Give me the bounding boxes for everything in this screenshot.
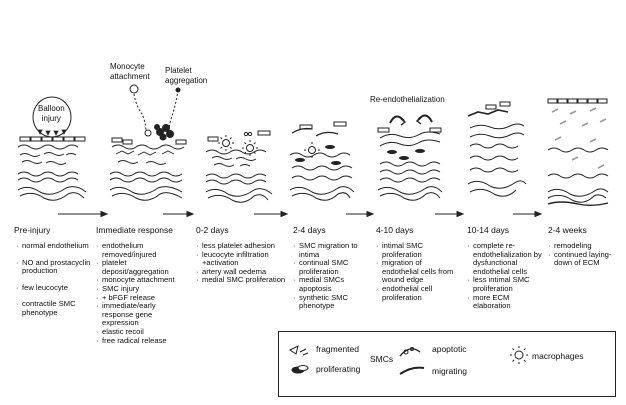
stage-label-immediate-response: Immediate response bbox=[96, 225, 174, 235]
endothelium-row-damaged bbox=[111, 137, 187, 145]
platelet-aggregate bbox=[154, 124, 174, 141]
panel-4-10-days bbox=[377, 114, 443, 201]
list-item: continued laying-down of ECM bbox=[548, 250, 622, 268]
list-item: medial SMC proliferation bbox=[196, 276, 290, 285]
list-item: intimal SMC proliferation bbox=[376, 241, 460, 259]
elastic-lamina-1 bbox=[17, 144, 79, 150]
macrophage-3 bbox=[304, 142, 320, 158]
legend-icons bbox=[289, 345, 528, 375]
list-item: artery wall oedema bbox=[196, 267, 290, 277]
stage-label-4-10-days: 4-10 days bbox=[376, 225, 414, 235]
immediate-response-items: endothelium removed/injured platelet dep… bbox=[96, 241, 188, 346]
list-item: monocyte attachment bbox=[96, 276, 188, 285]
list-item: normal endothelium bbox=[16, 241, 92, 251]
endothelium-row bbox=[19, 136, 86, 142]
list-item: synthetic SMC phenotype bbox=[293, 293, 373, 311]
list-item: few leucocyte bbox=[16, 283, 92, 293]
elastic-lamina-3 bbox=[17, 177, 79, 183]
timeline-arrows bbox=[58, 210, 543, 218]
list-item: elastic recoil bbox=[96, 327, 188, 337]
list-item: leucocyte infiltration +activation bbox=[196, 250, 290, 268]
legend-smcs: SMCs bbox=[370, 354, 394, 364]
stage-label-2-4-weeks: 2-4 weeks bbox=[548, 225, 587, 235]
balloon-label-line-2: injury bbox=[41, 113, 61, 123]
list-item: + bFGF release bbox=[96, 293, 188, 303]
adventitia-2 bbox=[19, 192, 85, 201]
monocyte bbox=[129, 84, 139, 94]
list-item: platelet deposit/aggregation bbox=[96, 258, 188, 276]
panel-10-14-days bbox=[467, 101, 527, 197]
balloon-label-line-1: Balloon bbox=[38, 104, 65, 113]
list-item: migration of endothelial cells from woun… bbox=[376, 258, 460, 285]
fragmented-smc-icon bbox=[289, 345, 309, 356]
panel-pre-injury bbox=[17, 96, 87, 201]
adventitia-1 bbox=[17, 186, 87, 195]
legend-macrophages: macrophages bbox=[532, 351, 584, 361]
apoptotic-smc-icon bbox=[399, 347, 421, 357]
monocyte-path bbox=[133, 93, 147, 131]
legend-box bbox=[278, 331, 616, 397]
list-item: continual SMC proliferation bbox=[293, 258, 373, 276]
panel-2-4-weeks bbox=[547, 98, 609, 206]
2-4-days-items: SMC migration to intima continual SMC pr… bbox=[293, 241, 373, 311]
monocyte-label-line-1: Monocyte bbox=[110, 62, 145, 71]
list-item: more ECM elaboration bbox=[467, 293, 547, 311]
re-endothelialization-label: Re-endothelialization bbox=[370, 95, 445, 104]
endothelium-row-restored bbox=[547, 98, 608, 104]
platelet-aggregation-label: Platelet aggregation bbox=[165, 66, 207, 85]
list-item: less intimal SMC proliferation bbox=[467, 276, 547, 293]
macrophage-2 bbox=[242, 140, 258, 156]
list-item: complete re-endothelialization by dysfun… bbox=[467, 241, 547, 276]
platelet-path bbox=[168, 89, 179, 129]
2-4-weeks-items: remodeling continued laying-down of ECM bbox=[548, 241, 622, 268]
platelet-label-line-2: aggregation bbox=[165, 75, 208, 85]
proliferating-smc-icon bbox=[291, 365, 309, 374]
elastic-lamina-2 bbox=[17, 171, 79, 177]
balloon-arrows bbox=[37, 129, 67, 136]
0-2-days-items: less platelet adhesion leucocyte infiltr… bbox=[196, 241, 290, 285]
macrophage-1 bbox=[218, 135, 234, 151]
legend-migrating: migrating bbox=[432, 366, 467, 376]
legend-fragmented: fragmented bbox=[316, 344, 359, 354]
pre-injury-items: normal endothelium NO and prostacyclin p… bbox=[16, 241, 92, 318]
list-item: immediate/early response gene expression bbox=[96, 301, 188, 328]
platelet-label-line-1: Platelet bbox=[165, 66, 192, 75]
list-item: less platelet adhesion bbox=[196, 241, 290, 251]
stage-label-0-2-days: 0-2 days bbox=[196, 225, 229, 235]
list-item: medial SMCs apoptosis bbox=[293, 276, 373, 293]
list-item: endothelium removed/injured bbox=[96, 241, 188, 259]
migrating-smc-icon bbox=[399, 366, 425, 375]
list-item: remodeling bbox=[548, 241, 622, 251]
macrophage-legend-icon bbox=[510, 346, 528, 364]
list-item: contractile SMC phenotype bbox=[16, 300, 92, 317]
list-item: endothelial cell proliferation bbox=[376, 284, 460, 302]
list-item: NO and prostacyclin production bbox=[16, 258, 92, 276]
panel-immediate-response bbox=[109, 84, 187, 201]
stage-label-pre-injury: Pre-injury bbox=[14, 225, 51, 235]
10-14-days-items: complete re-endothelialization by dysfun… bbox=[467, 241, 547, 311]
balloon-injury-label: Balloon injury bbox=[38, 104, 65, 123]
4-10-days-items: intimal SMC proliferation migration of e… bbox=[376, 241, 460, 302]
stage-label-10-14-days: 10-14 days bbox=[467, 225, 510, 235]
list-item: SMC migration to intima bbox=[293, 241, 373, 259]
legend-proliferating: proliferating bbox=[316, 364, 361, 374]
legend-apoptotic: apoptotic bbox=[432, 344, 467, 354]
smc-rows bbox=[19, 152, 77, 165]
monocyte-attachment-label: Monocyte attachment bbox=[110, 62, 150, 81]
panel-0-2-days bbox=[205, 130, 273, 203]
list-item: free radical release bbox=[96, 336, 188, 346]
panel-2-4-days bbox=[289, 121, 355, 201]
list-item: SMC injury bbox=[96, 284, 188, 294]
stage-label-2-4-days: 2-4 days bbox=[293, 225, 326, 235]
monocyte-label-line-2: attachment bbox=[110, 71, 150, 81]
